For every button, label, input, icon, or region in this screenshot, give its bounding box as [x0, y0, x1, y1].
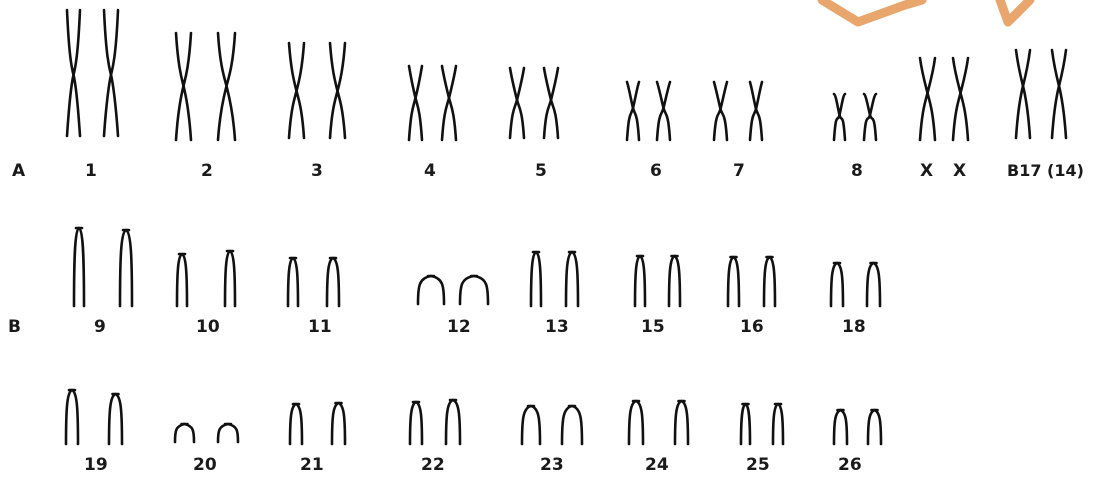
chromosome-acrocentric — [418, 276, 444, 304]
chromosome-label: 9 — [94, 317, 106, 337]
chromosome-label: 5 — [535, 161, 547, 181]
chromosome-label: 26 — [838, 455, 862, 475]
chromosome-label: 23 — [540, 455, 564, 475]
chromosome-acrocentric — [66, 390, 78, 444]
chromosome-acrocentric — [741, 404, 750, 444]
chromosome-acrocentric — [629, 401, 643, 444]
chromosome-acrocentric — [773, 404, 783, 444]
chromosome-acrocentric — [635, 256, 645, 306]
chromosome-label: 19 — [84, 455, 108, 475]
chromosome-label: 10 — [196, 317, 220, 337]
chromosome-label: 18 — [842, 317, 866, 337]
chromosome-label: 12 — [447, 317, 471, 337]
chromosome-acrocentric — [446, 400, 460, 444]
chromosome-acrocentric — [831, 263, 843, 306]
chromosome-label: 15 — [641, 317, 665, 337]
chromosome-acrocentric — [120, 230, 132, 306]
row-label-a: A — [12, 161, 26, 181]
chromosome-acrocentric — [225, 251, 235, 306]
chromosome-label: 8 — [851, 161, 863, 181]
chromosome-label: 24 — [645, 455, 669, 475]
chromosome-acrocentric — [410, 402, 422, 444]
chromosome-layer — [66, 10, 1066, 444]
chromosome-acrocentric — [868, 410, 881, 444]
chromosome-label: 11 — [308, 317, 332, 337]
chromosome-acrocentric — [522, 406, 540, 444]
chromosome-acrocentric — [332, 403, 345, 444]
chromosome-acrocentric — [290, 404, 302, 444]
chromosome-label: X — [920, 161, 933, 181]
chromosome-acrocentric — [327, 258, 339, 306]
chromosome-label: 25 — [746, 455, 770, 475]
row-label-b: B — [8, 317, 21, 337]
chromosome-acrocentric — [218, 424, 238, 442]
chromosome-acrocentric — [460, 276, 488, 304]
chromosome-acrocentric — [74, 228, 84, 306]
chromosome-acrocentric — [728, 257, 739, 306]
chromosome-label: 16 — [740, 317, 764, 337]
chromosome-label: 22 — [421, 455, 445, 475]
chromosome-acrocentric — [764, 257, 775, 306]
chromosome-label: 2 — [201, 161, 213, 181]
chromosome-acrocentric — [566, 252, 578, 306]
chromosome-label: 13 — [545, 317, 569, 337]
chromosome-acrocentric — [562, 406, 582, 444]
chromosome-acrocentric — [867, 263, 880, 306]
chromosome-acrocentric — [531, 252, 541, 306]
chromosome-acrocentric — [669, 256, 680, 306]
chromosome-acrocentric — [109, 394, 122, 444]
watermark-logo-icon — [822, 0, 1030, 22]
chromosome-label: 21 — [300, 455, 324, 475]
chromosome-label: X — [953, 161, 966, 181]
chromosome-acrocentric — [834, 410, 847, 444]
chromosome-acrocentric — [288, 258, 298, 306]
chromosome-label: 7 — [733, 161, 745, 181]
chromosome-label: 1 — [85, 161, 97, 181]
chromosome-label: 4 — [424, 161, 436, 181]
chromosome-label: 20 — [193, 455, 217, 475]
chromosome-acrocentric — [675, 401, 688, 444]
chromosome-label: B17 (14) — [1007, 161, 1084, 180]
chromosome-label: 6 — [650, 161, 662, 181]
chromosome-acrocentric — [175, 424, 194, 442]
chromosome-acrocentric — [177, 254, 187, 306]
chromosome-label: 3 — [311, 161, 323, 181]
